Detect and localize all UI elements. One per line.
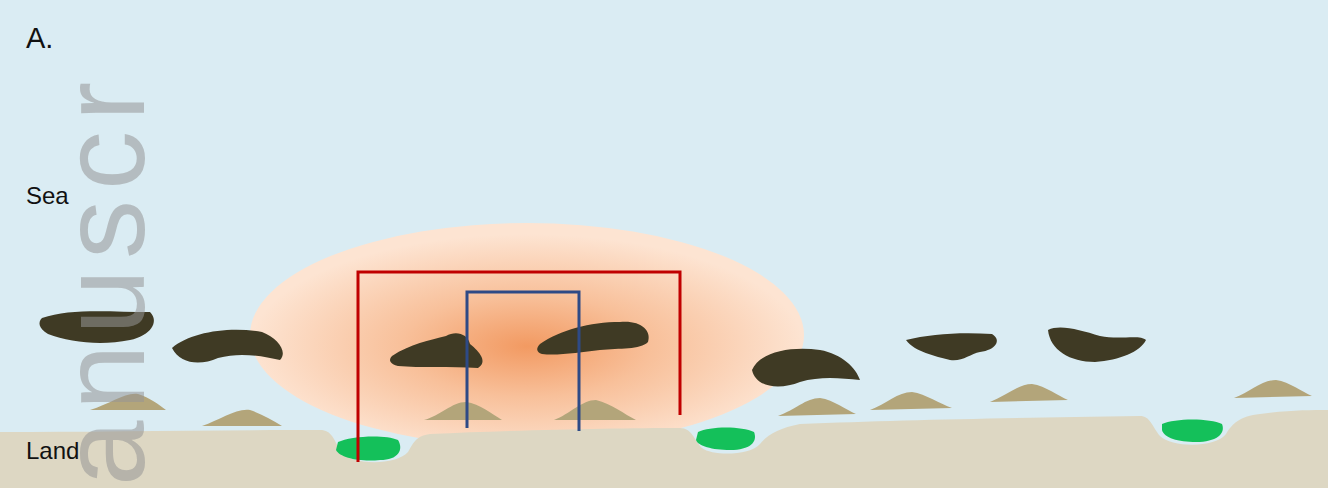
impact-zone	[250, 223, 804, 447]
watermark: anuscr	[44, 72, 162, 486]
outer-bracket	[358, 272, 680, 462]
green-pools	[336, 420, 1223, 461]
land-area	[0, 410, 1328, 488]
dark-rocks	[40, 311, 1146, 386]
panel-letter: A.	[26, 24, 53, 53]
inner-bracket	[467, 292, 579, 431]
